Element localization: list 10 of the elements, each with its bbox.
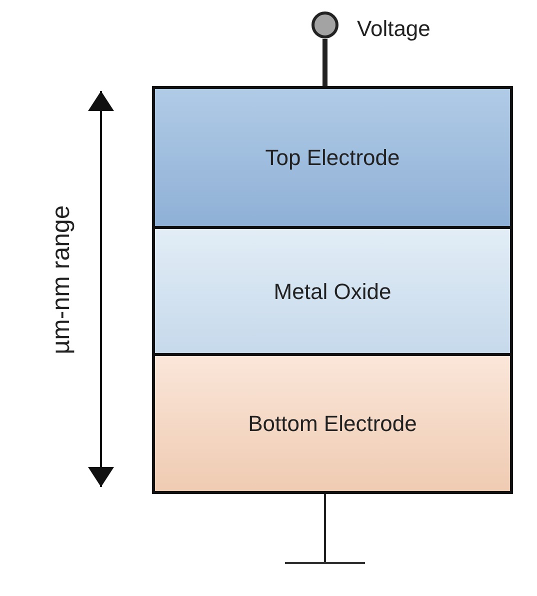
layer-label: Metal Oxide [274,278,392,306]
layer-box [152,353,513,494]
layer-label: Top Electrode [265,144,400,172]
layer-box [152,226,513,356]
connector-line [324,494,326,563]
layer-box [152,86,513,229]
layer-label: Bottom Electrode [248,410,417,438]
voltage-label: Voltage [357,15,430,43]
connector-line [322,39,328,86]
dimension-label: µm-nm range [46,205,76,355]
